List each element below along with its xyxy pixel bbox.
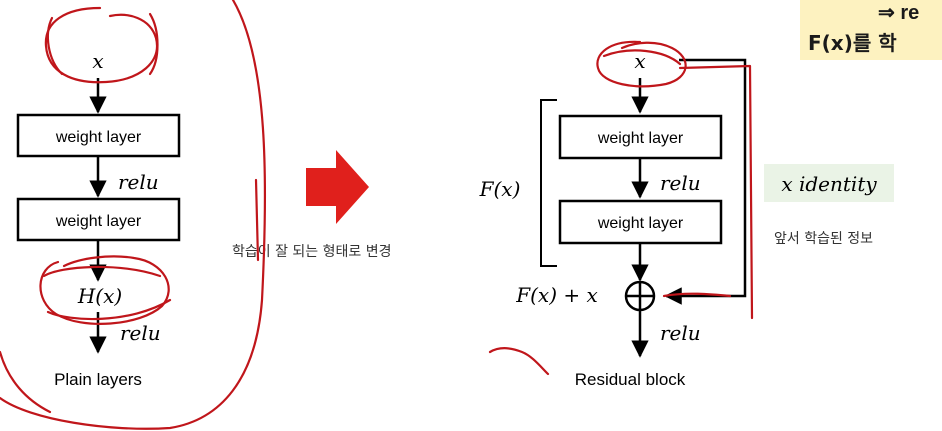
annotation-skip-trace [678, 64, 754, 320]
residual-relu-2: relu [660, 321, 701, 345]
transition-arrow-icon [306, 150, 369, 224]
annotation-outline-plain-right [0, 0, 267, 430]
residual-weight-layer-1 [558, 114, 723, 160]
transition-label: 학습이 잘 되는 형태로 변경 [232, 244, 391, 260]
residual-weight-layer-1-label: weight layer [597, 130, 684, 147]
plain-relu-2: relu [120, 321, 161, 345]
annotation-circle-plain-x [44, 6, 159, 84]
plain-relu-1: relu [118, 170, 159, 194]
identity-skip-connection [664, 58, 747, 305]
fx-bracket [540, 99, 557, 267]
plain-weight-layer-1 [16, 113, 181, 158]
annotation-stroke-hx-2 [46, 298, 172, 321]
plain-input-label: x [92, 49, 103, 73]
residual-input-label: x [634, 49, 645, 73]
pen-annotations [0, 0, 754, 430]
annotation-circle-hx [39, 255, 170, 325]
plain-layers-diagram: x weight layer relu weight layer H(x) re… [16, 49, 181, 389]
identity-label: x identity [781, 172, 877, 196]
annotation-sum-trace [662, 292, 732, 298]
note-line2: F(x)를 학 [808, 31, 897, 55]
plain-weight-layer-1-label: weight layer [55, 129, 142, 146]
identity-highlight [764, 164, 894, 202]
fx-label: F(x) [479, 177, 521, 201]
annotation-squiggle-residual [488, 347, 550, 376]
annotation-outline-plain-bottom [0, 350, 52, 414]
sum-node-icon [624, 280, 656, 312]
annotation-circle-residual-x [596, 40, 687, 88]
annotation-stroke-hx [42, 265, 162, 278]
annotation-stroke-plain-x [46, 16, 64, 76]
annotation-stroke-transition [254, 178, 260, 262]
note-highlight [800, 0, 942, 60]
residual-block-diagram: x weight layer relu weight layer F(x) F(… [479, 49, 894, 389]
note-line1: ⇒ re [878, 2, 919, 24]
annotation-stroke-residual-x [602, 49, 682, 66]
plain-output-label: H(x) [77, 284, 122, 308]
plain-weight-layer-2-label: weight layer [55, 213, 142, 230]
plain-caption: Plain layers [54, 370, 142, 389]
sum-label: F(x) + x [515, 283, 598, 307]
residual-weight-layer-2-label: weight layer [597, 215, 684, 232]
residual-relu-1: relu [660, 171, 701, 195]
residual-caption: Residual block [575, 370, 686, 389]
annotation-stroke-plain-x-2 [148, 12, 159, 76]
identity-note: 앞서 학습된 정보 [774, 231, 873, 247]
